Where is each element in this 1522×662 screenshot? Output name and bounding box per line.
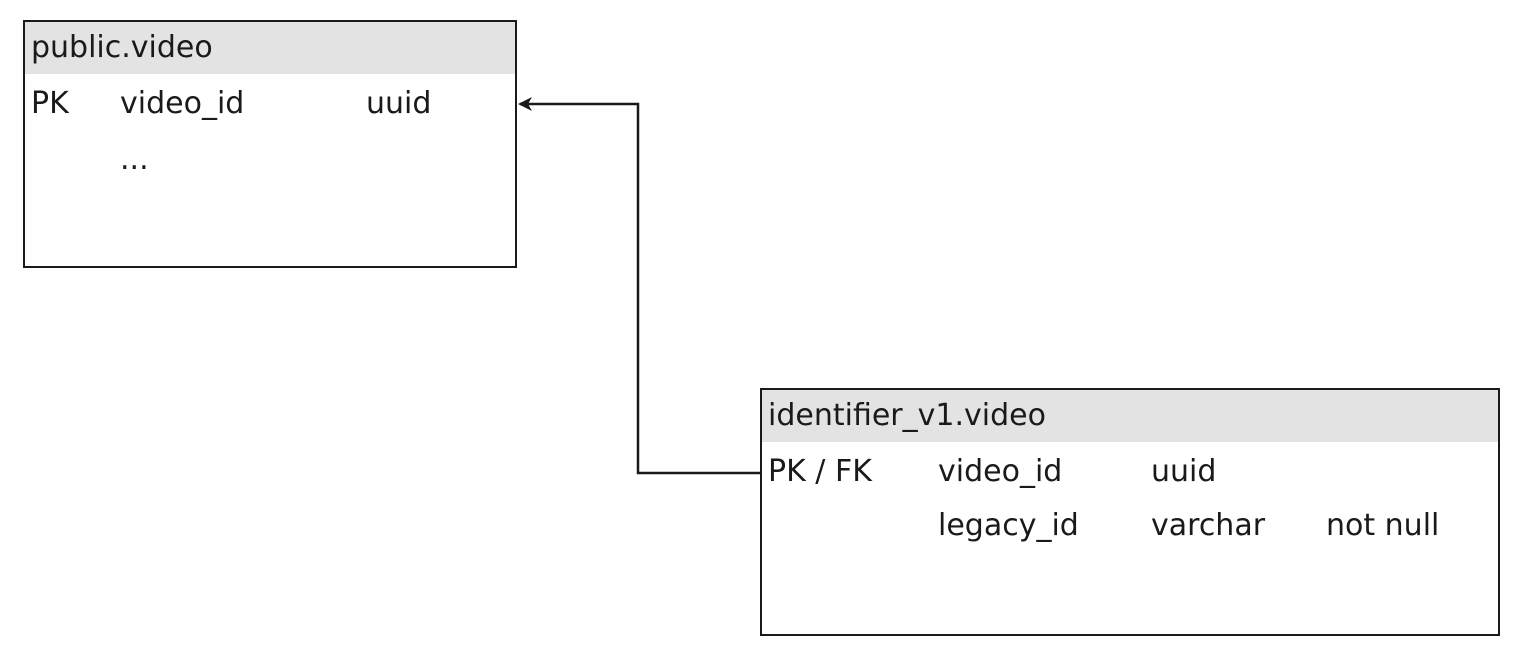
column-key: PK [31, 86, 69, 121]
table-title: public.video [25, 22, 515, 74]
column-constraint: not null [1326, 508, 1440, 543]
table-title: identifier_v1.video [762, 390, 1498, 442]
column-type: varchar [1151, 508, 1266, 543]
column-name: video_id [938, 454, 1063, 489]
column-name: video_id [120, 86, 245, 121]
table-public-video: public.video PK video_id uuid ... [23, 20, 517, 268]
column-type: uuid [1151, 454, 1217, 489]
fk-connector-line [518, 97, 760, 475]
column-name: legacy_id [938, 508, 1079, 543]
column-name: ... [120, 142, 149, 177]
column-key: PK / FK [768, 454, 872, 489]
table-identifier-v1-video: identifier_v1.video PK / FK video_id uui… [760, 388, 1500, 636]
column-type: uuid [366, 86, 432, 121]
